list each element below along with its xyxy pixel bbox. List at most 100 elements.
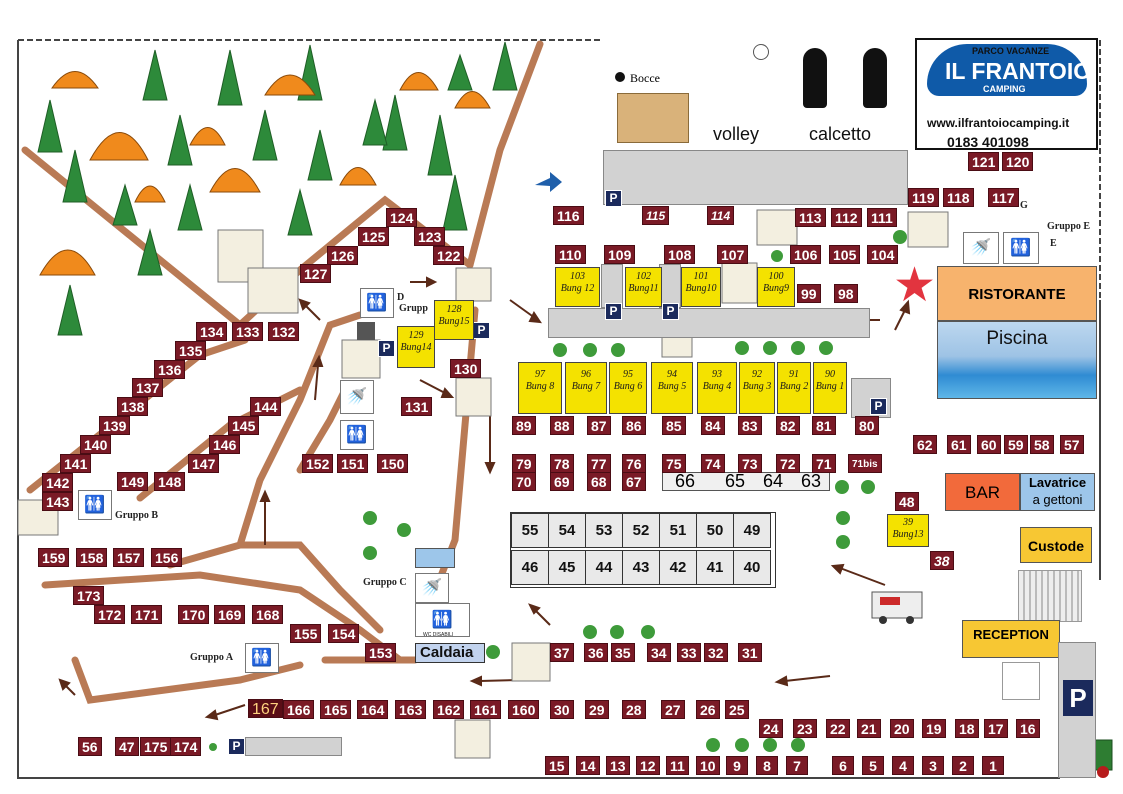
pitch[interactable]: 158	[76, 548, 108, 567]
pitch[interactable]: 38	[930, 551, 954, 570]
pitch[interactable]: 4	[892, 756, 914, 775]
pitch[interactable]: 60	[977, 435, 1001, 454]
pitch[interactable]: 23	[793, 719, 817, 738]
pitch-cell[interactable]: 45	[548, 550, 586, 585]
pitch[interactable]: 7	[786, 756, 808, 775]
shower-icon[interactable]: 🚿	[415, 573, 449, 603]
pitch[interactable]: 134	[196, 322, 228, 341]
pitch[interactable]: 67	[622, 472, 646, 491]
pitch[interactable]: 34	[647, 643, 671, 662]
pitch[interactable]: 13	[606, 756, 630, 775]
pitch[interactable]: 11	[666, 756, 689, 775]
pitch[interactable]: 152	[302, 454, 334, 473]
toilets-disabled-icon[interactable]: 🚻	[415, 603, 470, 637]
pitch[interactable]: 56	[78, 737, 102, 756]
pitch-cell[interactable]: 54	[548, 513, 586, 548]
pitch[interactable]: 162	[433, 700, 465, 719]
pitch[interactable]: 149	[117, 472, 149, 491]
pitch[interactable]: 136	[154, 360, 186, 379]
toilets-icon[interactable]: 🚻	[78, 490, 112, 520]
pitch[interactable]: 59	[1004, 435, 1028, 454]
pitch[interactable]: 26	[696, 700, 720, 719]
pitch[interactable]: 166	[283, 700, 315, 719]
pitch[interactable]: 72	[776, 454, 800, 473]
pitch[interactable]: 86	[622, 416, 646, 435]
pitch[interactable]: 82	[776, 416, 800, 435]
pitch-cell[interactable]: 53	[585, 513, 623, 548]
pitch-cell[interactable]: 52	[622, 513, 660, 548]
pitch[interactable]: 147	[188, 454, 220, 473]
pitch[interactable]: 78	[550, 454, 574, 473]
pitch[interactable]: 58	[1030, 435, 1054, 454]
pitch[interactable]: 142	[42, 473, 74, 492]
pitch[interactable]: 33	[677, 643, 701, 662]
pitch[interactable]: 174	[170, 737, 202, 756]
pitch-cell[interactable]: 51	[659, 513, 697, 548]
bar[interactable]: BAR	[945, 473, 1020, 511]
pitch[interactable]: 6	[832, 756, 854, 775]
pitch[interactable]: 148	[154, 472, 186, 491]
pitch-cell[interactable]: 42	[659, 550, 697, 585]
pitch[interactable]: 170	[178, 605, 210, 624]
pitch-cell[interactable]: 44	[585, 550, 623, 585]
pitch[interactable]: 14	[576, 756, 600, 775]
pitch[interactable]: 75	[662, 454, 686, 473]
pitch[interactable]: 161	[470, 700, 502, 719]
pitch[interactable]: 19	[922, 719, 946, 738]
pitch[interactable]: 77	[587, 454, 611, 473]
pitch[interactable]: 117	[988, 188, 1019, 207]
pitch[interactable]: 24	[759, 719, 783, 738]
parking-sign[interactable]: P	[870, 398, 887, 415]
pitch[interactable]: 113	[795, 208, 826, 227]
pitch[interactable]: 127	[300, 264, 332, 283]
pitch-cell[interactable]: 40	[733, 550, 771, 585]
pitch[interactable]: 104	[867, 245, 899, 264]
pitch[interactable]: 115	[642, 206, 670, 225]
pitch-cell[interactable]: 49	[733, 513, 771, 548]
pitch[interactable]: 168	[252, 605, 284, 624]
pitch[interactable]: 79	[512, 454, 536, 473]
pitch[interactable]: 36	[584, 643, 608, 662]
pitch[interactable]: 76	[622, 454, 646, 473]
parking-sign[interactable]: P	[473, 322, 490, 339]
pitch-64[interactable]: 64	[763, 471, 784, 491]
piscina[interactable]: Piscina	[937, 321, 1097, 399]
pitch[interactable]: 32	[704, 643, 728, 662]
pitch[interactable]: 171	[131, 605, 163, 624]
pitch[interactable]: 37	[550, 643, 574, 662]
toilets-icon[interactable]: 🚻	[340, 420, 374, 450]
pitch[interactable]: 109	[604, 245, 636, 264]
pitch[interactable]: 2	[952, 756, 974, 775]
pitch[interactable]: 121	[968, 152, 1000, 171]
custode[interactable]: Custode	[1020, 527, 1092, 563]
pitch[interactable]: 16	[1016, 719, 1040, 738]
pitch-cell[interactable]: 50	[696, 513, 734, 548]
pitch[interactable]: 145	[228, 416, 260, 435]
pitch[interactable]: 80	[855, 416, 879, 435]
pitch[interactable]: 12	[636, 756, 660, 775]
pitch[interactable]: 9	[726, 756, 748, 775]
lavatrice[interactable]: Lavatrice a gettoni	[1020, 473, 1095, 511]
pitch[interactable]: 10	[696, 756, 720, 775]
pitch[interactable]: 124	[386, 208, 418, 227]
pitch[interactable]: 57	[1060, 435, 1084, 454]
parking-sign[interactable]: P	[605, 190, 622, 207]
pitch[interactable]: 112	[831, 208, 862, 227]
pitch[interactable]: 106	[790, 245, 822, 264]
pitch[interactable]: 146	[209, 435, 241, 454]
pitch[interactable]: 3	[922, 756, 944, 775]
parking-sign[interactable]: P	[378, 340, 395, 357]
pitch[interactable]: 84	[701, 416, 725, 435]
parking-sign[interactable]: P	[662, 303, 679, 320]
toilets-icon[interactable]: 🚻	[1003, 232, 1039, 264]
pitch[interactable]: 169	[214, 605, 246, 624]
pitch[interactable]: 47	[115, 737, 139, 756]
pitch[interactable]: 21	[857, 719, 881, 738]
